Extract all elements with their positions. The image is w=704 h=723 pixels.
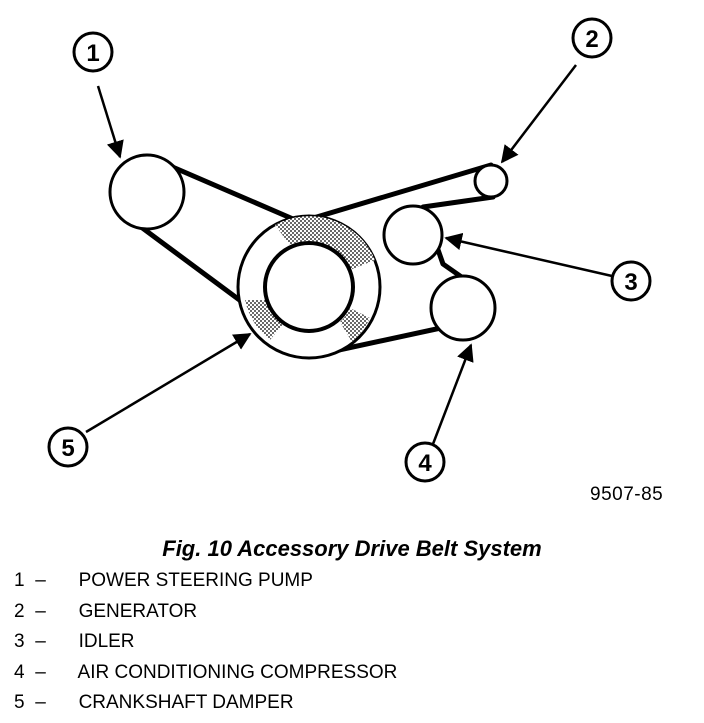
legend-item: 5 – CRANKSHAFT DAMPER [14, 692, 397, 723]
generator-pulley [473, 163, 509, 199]
callout-5-label: 5 [61, 435, 74, 462]
legend-item: 2 – GENERATOR [14, 601, 397, 632]
callout-1: 1 [72, 31, 124, 159]
legend-separator: – [35, 570, 46, 591]
power-steering-pulley [108, 153, 186, 231]
crankshaft-damper [236, 214, 382, 360]
legend-number: 1 [14, 570, 25, 591]
legend-item: 4 – AIR CONDITIONING COMPRESSOR [14, 662, 397, 693]
damper-shading-top [275, 216, 375, 270]
legend-label: GENERATOR [78, 600, 198, 622]
legend-number: 2 [14, 600, 25, 622]
damper-shading-right [340, 308, 370, 342]
callout-2: 2 [500, 17, 613, 164]
callout-4: 4 [404, 343, 474, 483]
callout-4-label: 4 [418, 450, 432, 477]
legend-separator: – [35, 661, 46, 683]
legend-label: IDLER [78, 631, 135, 652]
damper-shading-left [245, 300, 285, 340]
callout-5: 5 [47, 332, 252, 468]
callout-2-label: 2 [585, 26, 598, 53]
ac-compressor-pulley [429, 274, 497, 342]
idler-pulley [382, 204, 444, 266]
drive-belt [134, 153, 496, 356]
legend-separator: – [35, 600, 46, 622]
legend-list: 1 – POWER STEERING PUMP 2 – GENERATOR 3 … [14, 570, 397, 723]
legend-label: AIR CONDITIONING COMPRESSOR [77, 661, 398, 683]
legend-separator: – [35, 631, 46, 652]
callout-1-label: 1 [86, 40, 99, 67]
belt-diagram: 1 2 3 4 5 [47, 17, 652, 483]
legend-label: CRANKSHAFT DAMPER [78, 692, 294, 713]
legend-item: 3 – IDLER [14, 631, 397, 662]
legend-number: 5 [14, 692, 25, 713]
legend-number: 3 [14, 631, 25, 652]
legend-separator: – [35, 692, 46, 713]
figure-caption: Fig. 10 Accessory Drive Belt System [162, 536, 542, 561]
callout-3: 3 [444, 232, 652, 302]
legend-item: 1 – POWER STEERING PUMP [14, 570, 397, 601]
legend-label: POWER STEERING PUMP [78, 570, 313, 591]
legend-number: 4 [14, 661, 25, 683]
figure-id: 9507-85 [590, 484, 664, 505]
callout-3-label: 3 [624, 269, 637, 296]
